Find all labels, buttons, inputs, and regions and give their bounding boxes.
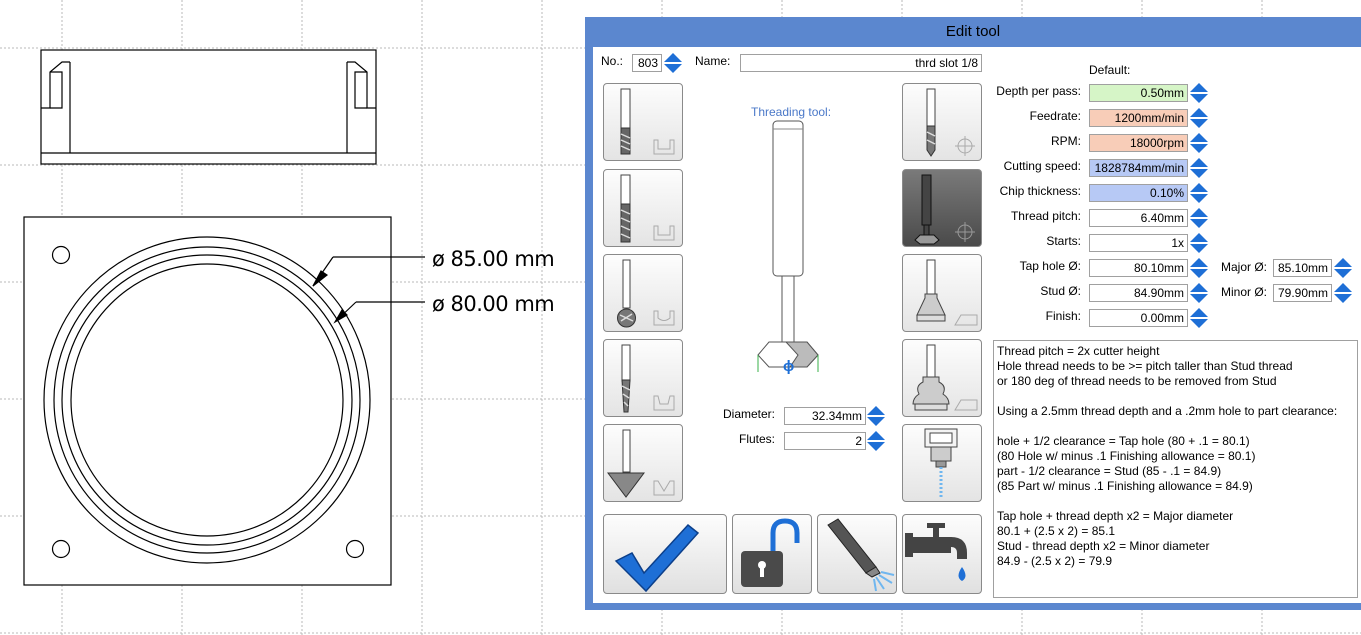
chip-thickness-label: Chip thickness:: [999, 184, 1081, 198]
default-label: Default:: [1089, 63, 1131, 77]
diameter-spinner[interactable]: [866, 405, 886, 427]
minor-diameter-label: Minor Ø:: [1220, 285, 1267, 299]
flutes-label: Flutes:: [738, 432, 775, 446]
unlock-button[interactable]: [732, 514, 812, 594]
flutes-field[interactable]: 2: [784, 432, 866, 450]
tool-type-ogee-button[interactable]: [902, 339, 982, 417]
thread-pitch-label: Thread pitch:: [1010, 209, 1081, 223]
stud-spinner[interactable]: [1189, 282, 1209, 304]
feedrate-label: Feedrate:: [1029, 109, 1081, 123]
depth-per-pass-spinner[interactable]: [1189, 82, 1209, 104]
rpm-field[interactable]: 18000rpm: [1089, 134, 1188, 152]
coolant-spray-icon: [827, 518, 895, 592]
flutes-spinner[interactable]: [866, 430, 886, 452]
chip-thickness-field[interactable]: 0.10%: [1089, 184, 1188, 202]
tap-hole-label: Tap hole Ø:: [1019, 259, 1081, 273]
tool-type-flat-endmill-button[interactable]: [603, 83, 683, 161]
coolant-button[interactable]: [817, 514, 897, 594]
ballnose-icon: [617, 259, 675, 328]
tool-number-spinner[interactable]: [663, 52, 683, 74]
finish-spinner[interactable]: [1189, 307, 1209, 329]
accept-button[interactable]: [603, 514, 727, 594]
starts-spinner[interactable]: [1189, 232, 1209, 254]
drill-icon: [926, 88, 975, 157]
dialog-client-area: No.: 803 Name: thrd slot 1/8: [593, 47, 1361, 603]
engraver-spindle-icon: [924, 428, 958, 497]
major-diameter-label: Major Ø:: [1220, 260, 1267, 274]
minor-diameter-spinner[interactable]: [1333, 282, 1353, 304]
tool-number-label: No.:: [601, 54, 624, 68]
vbit-icon: [607, 429, 675, 498]
dimension-inner-diameter: ø 80.00 mm: [432, 292, 555, 316]
diameter-field[interactable]: 32.34mm: [784, 407, 866, 425]
diameter-label: Diameter:: [722, 407, 775, 421]
rpm-spinner[interactable]: [1189, 132, 1209, 154]
tool-name-field[interactable]: thrd slot 1/8: [740, 54, 982, 72]
tool-type-drill-button[interactable]: [902, 83, 982, 161]
tool-type-thread-mill-button[interactable]: [902, 169, 982, 247]
dialog-title[interactable]: Edit tool: [945, 23, 1001, 40]
tool-notes-textarea[interactable]: Thread pitch = 2x cutter height Hole thr…: [993, 340, 1358, 598]
flat-endmill-icon: [620, 88, 675, 155]
tool-type-long-endmill-button[interactable]: [603, 169, 683, 247]
chamfer-icon: [916, 259, 978, 326]
checkmark-icon: [614, 523, 700, 593]
water-tap-button[interactable]: [902, 514, 982, 594]
finish-field[interactable]: 0.00mm: [1089, 309, 1188, 327]
tool-type-ballnose-button[interactable]: [603, 254, 683, 332]
chip-thickness-spinner[interactable]: [1189, 182, 1209, 204]
threading-tool-preview: [757, 120, 819, 372]
tool-type-engraver-button[interactable]: [902, 424, 982, 502]
minor-diameter-field[interactable]: 79.90mm: [1273, 284, 1332, 302]
tapered-ballnose-icon: [621, 344, 675, 413]
stud-field[interactable]: 84.90mm: [1089, 284, 1188, 302]
dimension-outer-diameter: ø 85.00 mm: [432, 247, 555, 271]
thread-pitch-field[interactable]: 6.40mm: [1089, 209, 1188, 227]
cutting-speed-label: Cutting speed:: [1003, 159, 1081, 173]
ogee-bit-icon: [912, 344, 978, 411]
threading-tool-label: Threading tool:: [751, 105, 832, 119]
plan-view: [23, 216, 425, 586]
tool-number-field[interactable]: 803: [632, 54, 662, 72]
tool-diameter-symbol: ϕ: [783, 358, 795, 375]
finish-label: Finish:: [1045, 309, 1081, 323]
tap-hole-field[interactable]: 80.10mm: [1089, 259, 1188, 277]
tool-type-chamfer-button[interactable]: [902, 254, 982, 332]
thread-pitch-spinner[interactable]: [1189, 207, 1209, 229]
water-tap-icon: [905, 523, 967, 581]
tool-name-label: Name:: [695, 54, 731, 68]
major-diameter-field[interactable]: 85.10mm: [1273, 259, 1332, 277]
edit-tool-dialog: Edit tool No.: 803 Name: thrd slot 1/8: [585, 17, 1361, 610]
feedrate-spinner[interactable]: [1189, 107, 1209, 129]
cutting-speed-field[interactable]: 1828784mm/min: [1089, 159, 1188, 177]
thread-mill-icon: [914, 174, 975, 245]
unlocked-padlock-icon: [741, 518, 800, 587]
feedrate-field[interactable]: 1200mm/min: [1089, 109, 1188, 127]
depth-per-pass-field[interactable]: 0.50mm: [1089, 84, 1188, 102]
major-diameter-spinner[interactable]: [1333, 257, 1353, 279]
rpm-label: RPM:: [1051, 134, 1081, 148]
long-endmill-icon: [620, 174, 675, 243]
tool-type-vbit-button[interactable]: [603, 424, 683, 502]
starts-label: Starts:: [1046, 234, 1081, 248]
side-view: [40, 49, 377, 165]
tool-type-tapered-ballnose-button[interactable]: [603, 339, 683, 417]
depth-per-pass-label: Depth per pass:: [996, 84, 1081, 98]
starts-field[interactable]: 1x: [1089, 234, 1188, 252]
stud-label: Stud Ø:: [1040, 284, 1081, 298]
cutting-speed-spinner[interactable]: [1189, 157, 1209, 179]
tap-hole-spinner[interactable]: [1189, 257, 1209, 279]
